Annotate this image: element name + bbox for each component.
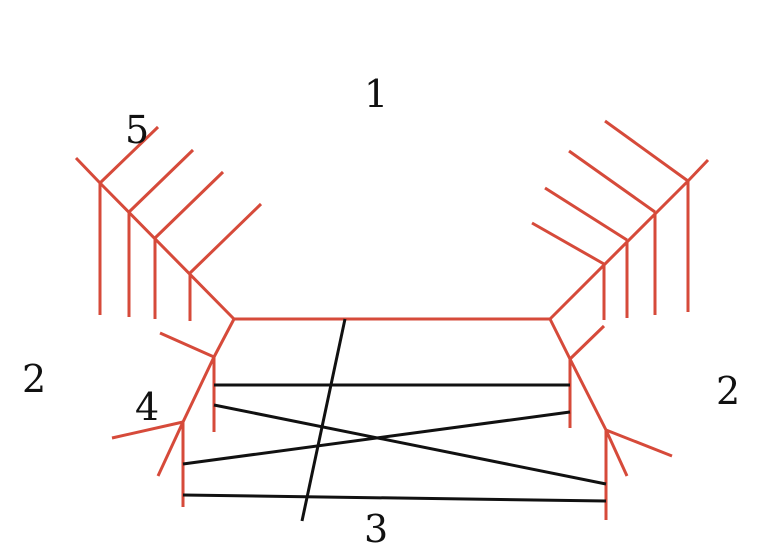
tree-left-lower-side [111, 420, 184, 440]
chord-cross-down [213, 403, 607, 486]
tree-left-branch-2 [127, 148, 195, 214]
chord-cross-up [182, 410, 571, 466]
tree-left-spine [98, 181, 236, 321]
red-tree-structure [74, 119, 710, 520]
label-right: 2 [716, 369, 740, 413]
tree-right-lower-side [605, 428, 673, 458]
tree-left-lower-end [156, 421, 185, 477]
tree-left-branch-4 [188, 202, 263, 275]
label-left: 2 [22, 357, 46, 401]
tree-left-spine-tip [74, 156, 102, 185]
tree-right-spine-tip [686, 158, 710, 183]
tree-left-lower-1 [212, 318, 236, 358]
tree-left-branch-1 [98, 125, 160, 185]
tree-left-branch-3 [153, 170, 225, 240]
tree-right-branch-3 [544, 186, 628, 242]
tree-left-lower-stub [159, 331, 215, 359]
tree-right-branch-1 [604, 119, 689, 183]
tree-right-spine [548, 179, 690, 321]
chord-vertical-slant [300, 318, 347, 522]
label-top: 1 [364, 72, 388, 116]
chord-bottom [182, 493, 607, 503]
black-chords [182, 318, 607, 522]
tree-right-branch-4 [531, 221, 605, 266]
label-inner-left: 4 [135, 385, 159, 429]
tree-right-branch-2 [568, 149, 656, 214]
tree-right-lower-2 [568, 358, 608, 431]
tree-right-lower-end [604, 429, 629, 477]
tree-right-lower-stub [568, 324, 606, 361]
label-bottom: 3 [364, 507, 388, 551]
tree-right-lower-1 [548, 318, 572, 360]
label-upper-left: 5 [125, 108, 149, 152]
tree-left-lower-2 [181, 356, 216, 423]
